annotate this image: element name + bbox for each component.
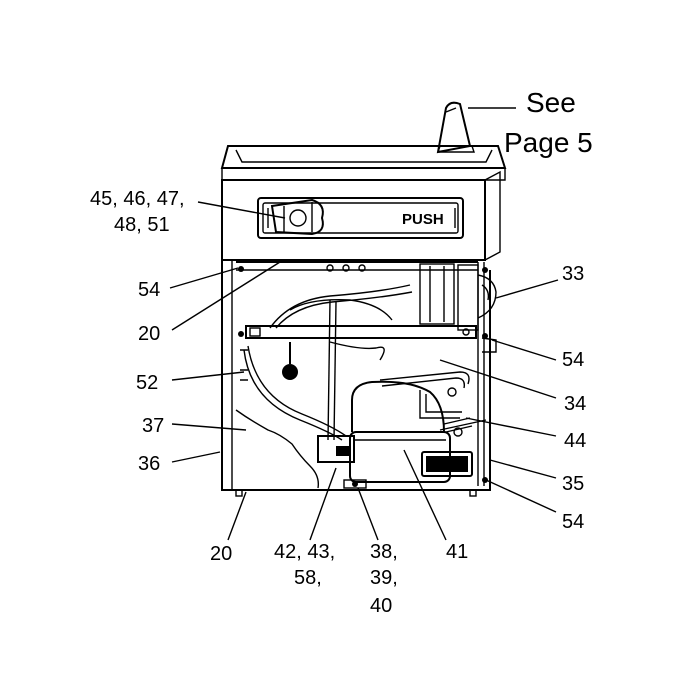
thermostat (240, 342, 298, 381)
callout-58: 58, (294, 567, 322, 589)
callout-54-left: 54 (138, 279, 160, 301)
top-basin (220, 145, 507, 181)
cabinet-front-panel (221, 170, 501, 261)
compressor (349, 380, 487, 483)
insulation-wrap (235, 409, 320, 489)
bubbler-icon (436, 101, 475, 154)
screw-icon (482, 477, 488, 483)
screw-icon (482, 267, 488, 273)
callout-20-left: 20 (138, 323, 160, 345)
callout-37: 37 (142, 415, 164, 437)
condenser-coil (379, 371, 470, 419)
compressor-mount (343, 479, 367, 489)
see-page-note-line1: See (526, 87, 576, 118)
callout-54-right-lower: 54 (562, 511, 584, 533)
callout-48: 48, 51 (114, 214, 170, 236)
callout-54-right-upper: 54 (562, 349, 584, 371)
electrical-relay-box (317, 435, 355, 463)
screw-icon (238, 331, 244, 337)
callout-41: 41 (446, 541, 468, 563)
screw-icon (482, 333, 488, 339)
screw-icon (238, 266, 244, 272)
callout-39: 39, (370, 567, 398, 589)
callout-42: 42, 43, (274, 541, 335, 563)
callout-45: 45, 46, 47, (90, 188, 185, 210)
callout-labels: See Page 5 45, 46, 47, 48, 51 54 20 52 3… (90, 87, 593, 617)
callout-38: 38, (370, 541, 398, 563)
callout-34: 34 (564, 393, 586, 415)
see-page-note-line2: Page 5 (504, 127, 593, 158)
callout-52: 52 (136, 372, 158, 394)
callout-33: 33 (562, 263, 584, 285)
leader-lines (169, 107, 559, 541)
callout-44: 44 (564, 430, 586, 452)
push-button-label: PUSH (402, 211, 444, 228)
push-button-mechanism (270, 198, 324, 236)
callout-20-bottom: 20 (210, 543, 232, 565)
side-bracket (419, 263, 497, 353)
water-tubing (243, 284, 413, 441)
cross-bracket (245, 325, 477, 339)
callout-35: 35 (562, 473, 584, 495)
label-plate (421, 451, 473, 477)
callout-36: 36 (138, 453, 160, 475)
callout-40: 40 (370, 595, 392, 617)
